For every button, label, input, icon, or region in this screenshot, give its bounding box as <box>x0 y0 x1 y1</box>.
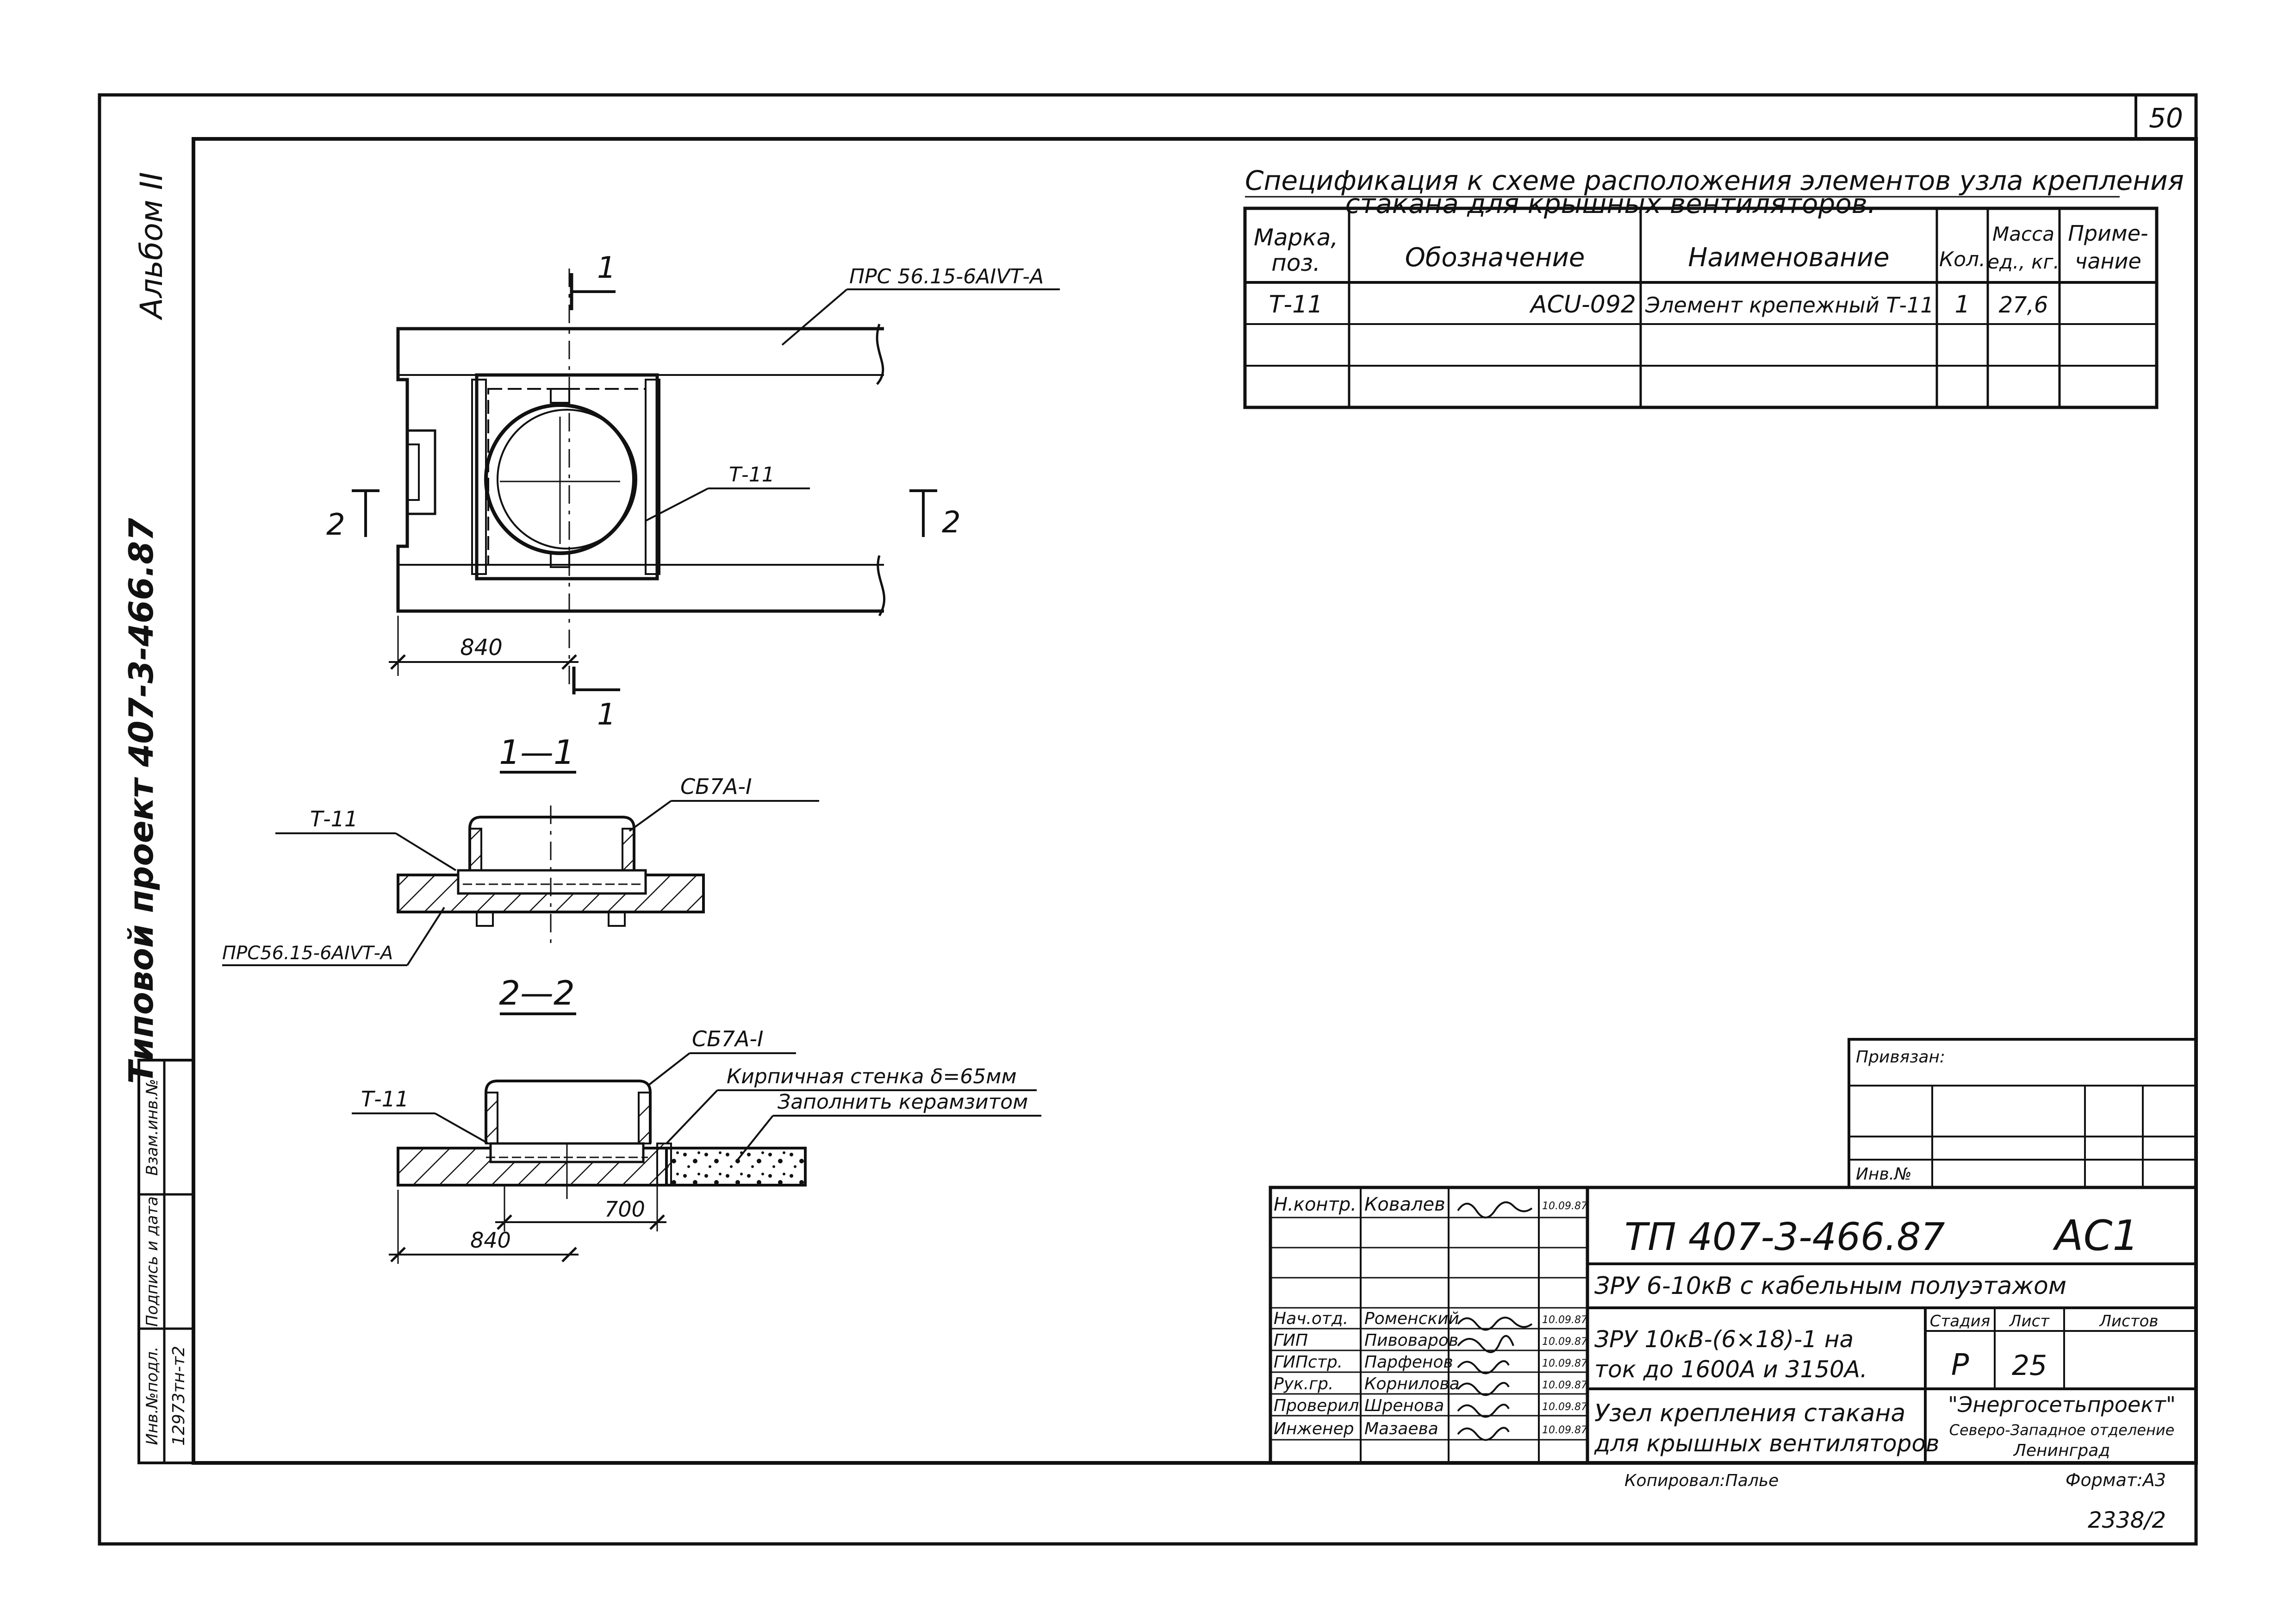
spec-col-mark-2: поз. <box>1271 250 1320 276</box>
tb-object: ЗРУ 6-10кВ с кабельным полуэтажом <box>1594 1272 2066 1300</box>
privyazan-label: Привязан: <box>1856 1048 1945 1067</box>
section22-cb-label: СБ7А-I <box>692 1026 764 1051</box>
tb-subject-2: ток до 1600А и 3150А. <box>1594 1356 1867 1383</box>
tb-date-7: 10.09.87 <box>1542 1401 1587 1413</box>
privyazan-inv-label: Инв.№ <box>1856 1165 1912 1184</box>
section22-t11-label: Т-11 <box>361 1087 409 1112</box>
section22-dim-840: 840 <box>470 1228 511 1253</box>
tb-date-6: 10.09.87 <box>1542 1380 1587 1391</box>
tb-sheets-label: Листов <box>2098 1312 2158 1330</box>
tb-name-0: Ковалев <box>1364 1194 1445 1215</box>
tb-role-0: Н.контр. <box>1274 1194 1356 1215</box>
spec-title-1: Спецификация к схеме расположения элемен… <box>1245 165 2184 196</box>
copied-by: Копировал:Палье <box>1624 1471 1779 1490</box>
page-number-box <box>2134 94 2197 140</box>
spec-col-mass-1: Масса <box>1992 223 2054 245</box>
spec-col-note-2: чание <box>2075 249 2141 274</box>
plan-view: 1 1 2 2 ПРС 56.15-6АIVТ-А Т-11 840 <box>326 251 1060 732</box>
tb-subject-1: ЗРУ 10кВ-(6×18)-1 на <box>1594 1326 1854 1353</box>
cut2-label-right: 2 <box>942 506 961 540</box>
spec-col-designation: Обозначение <box>1405 243 1585 273</box>
spec-row-designation: АСU-092 <box>1529 291 1636 319</box>
plan-t11-label: Т-11 <box>729 463 775 487</box>
cut1-label-top: 1 <box>597 251 616 285</box>
tb-date-4: 10.09.87 <box>1542 1336 1587 1348</box>
album-label: Альбом II <box>134 172 169 320</box>
tb-code: ТП 407-3-466.87 <box>1624 1215 1945 1259</box>
spec-table: Спецификация к схеме расположения элемен… <box>1243 165 2184 409</box>
tb-name-3: Роменский <box>1364 1309 1459 1328</box>
spec-row-qty: 1 <box>1954 291 1970 319</box>
spec-row-mark: Т-11 <box>1269 291 1323 319</box>
tb-org-3: Ленинград <box>2013 1441 2110 1460</box>
tb-date-5: 10.09.87 <box>1542 1358 1587 1369</box>
tb-name-6: Корнилова <box>1364 1374 1460 1393</box>
tb-name-4: Пивоваров <box>1364 1331 1458 1350</box>
margin-stamp: Инв.№подл. Подпись и дата Взам.инв.№ 129… <box>137 1059 195 1464</box>
project-label: Типовой проект 407-3-466.87 <box>122 518 161 1084</box>
format-label: Формат:А3 <box>2066 1470 2166 1490</box>
privyazan-block: Привязан: Инв.№ <box>1848 1038 2197 1189</box>
tb-role-7: Проверил <box>1274 1396 1359 1415</box>
spec-row-mass: 27,6 <box>1999 292 2048 318</box>
footer-code: 2338/2 <box>2088 1507 2166 1533</box>
plan-beam-label: ПРС 56.15-6АIVТ-А <box>849 265 1044 288</box>
stamp-sign-label: Подпись и дата <box>143 1196 162 1327</box>
tb-stage: Р <box>1951 1348 1969 1382</box>
section11-title: 1—1 <box>499 733 575 772</box>
section22-fill-label: Заполнить керамзитом <box>778 1090 1028 1114</box>
inner-frame <box>192 137 2198 1465</box>
title-block: Н.контр. Ковалев 10.09.87 Нач.отд. Ромен… <box>1269 1186 2198 1465</box>
section22-wall-label: Кирпичная стенка δ=65мм <box>727 1065 1017 1088</box>
tb-role-6: Рук.гр. <box>1274 1374 1333 1393</box>
tb-role-5: ГИПстр. <box>1274 1353 1343 1372</box>
tb-role-4: ГИП <box>1274 1331 1308 1350</box>
spec-col-qty: Кол. <box>1939 248 1985 271</box>
tb-sheet-mark: АС1 <box>2053 1212 2139 1260</box>
tb-role-3: Нач.отд. <box>1274 1309 1348 1328</box>
stamp-replace-label: Взам.инв.№ <box>143 1079 162 1175</box>
tb-date-3: 10.09.87 <box>1542 1314 1587 1326</box>
cut1-label-bottom: 1 <box>597 698 616 732</box>
plan-dim-840: 840 <box>460 635 503 661</box>
tb-date-0: 10.09.87 <box>1542 1200 1587 1212</box>
tb-org-1: "Энергосетьпроект" <box>1948 1392 2176 1417</box>
tb-name-5: Парфенов <box>1364 1353 1453 1372</box>
tb-drawing-1: Узел крепления стакана <box>1594 1399 1905 1427</box>
tb-sheet-no: 25 <box>2012 1349 2047 1382</box>
tb-name-8: Мазаева <box>1364 1419 1438 1438</box>
section-2-2: 2—2 Т-11 СБ7А-I Кирпичная стенка δ=65мм … <box>352 974 1041 1264</box>
section22-title: 2—2 <box>499 974 575 1012</box>
stamp-inv-value: 12973тн-т2 <box>169 1346 188 1446</box>
tb-role-8: Инженер <box>1274 1419 1354 1438</box>
section-1-1: 1—1 Т-11 СБ7А-I ПРС56.15-6АIVТ-А <box>222 733 819 966</box>
spec-col-mark-1: Марка, <box>1254 224 1338 251</box>
spec-col-mass-2: ед., кг. <box>1987 250 2060 273</box>
cut2-label-left: 2 <box>326 508 345 542</box>
section11-t11-label: Т-11 <box>310 806 358 831</box>
stamp-inv-label: Инв.№подл. <box>143 1347 162 1445</box>
tb-stage-label: Стадия <box>1930 1312 1990 1330</box>
spec-col-note-1: Приме- <box>2068 221 2148 246</box>
tb-drawing-2: для крышных вентиляторов <box>1594 1430 1939 1457</box>
spec-title-2: стакана для крышных вентиляторов. <box>1345 188 1876 219</box>
section22-dim-700: 700 <box>604 1197 645 1222</box>
section11-cb-label: СБ7А-I <box>680 774 752 799</box>
section11-beam-label: ПРС56.15-6АIVТ-А <box>222 943 393 964</box>
tb-name-7: Шренова <box>1364 1396 1444 1415</box>
tb-org-2: Северо-Западное отделение <box>1949 1421 2175 1439</box>
tb-sheet-label: Лист <box>2009 1312 2050 1330</box>
spec-row-name: Элемент крепежный Т-11 <box>1645 293 1934 318</box>
tb-date-8: 10.09.87 <box>1542 1424 1587 1436</box>
page-number: 50 <box>2149 102 2183 134</box>
spec-col-name: Наименование <box>1688 243 1889 273</box>
